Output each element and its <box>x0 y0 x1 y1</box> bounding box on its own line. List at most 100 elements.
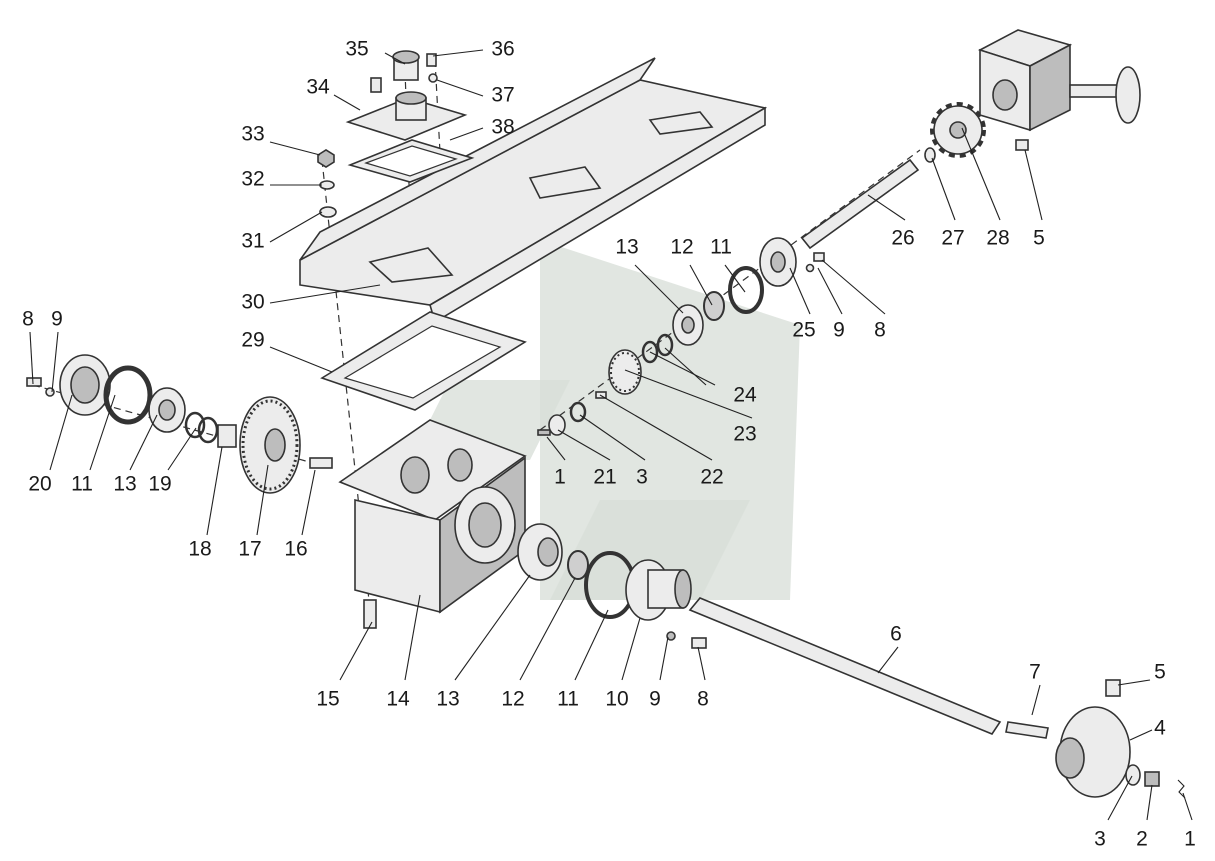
leader-line <box>574 609 609 681</box>
leader-line <box>659 636 669 681</box>
leader-line <box>649 351 716 386</box>
callout-number: 11 <box>710 236 732 259</box>
leader-line <box>689 264 713 306</box>
lower-seal <box>567 550 589 580</box>
gearbox-housing <box>338 419 527 614</box>
callout-number: 24 <box>733 384 757 407</box>
callout-number: 18 <box>188 538 211 561</box>
callout-number: 12 <box>501 688 524 711</box>
leader-line <box>129 414 158 471</box>
leader-line <box>557 429 611 461</box>
assembled-gearbox-inset <box>977 29 1141 132</box>
leader-line <box>384 52 406 65</box>
callout-number: 22 <box>700 466 723 489</box>
leader-line <box>269 346 333 373</box>
left-cover-flange <box>59 354 111 416</box>
leader-line <box>697 646 706 681</box>
lower-bearing <box>517 523 563 581</box>
callout-number: 38 <box>491 116 514 139</box>
leader-line <box>269 141 321 156</box>
leader-line <box>817 267 843 315</box>
leader-lines <box>29 49 1193 821</box>
small-washer <box>569 401 587 423</box>
callout-number: 13 <box>113 473 136 496</box>
callout-number: 32 <box>241 168 264 191</box>
bushing <box>217 424 237 448</box>
callout-number: 19 <box>148 473 171 496</box>
callout-number: 27 <box>941 227 964 250</box>
callout-number: 13 <box>436 688 459 711</box>
lower-bolt-washer <box>666 631 707 649</box>
leader-line <box>404 594 421 681</box>
leader-line <box>436 79 484 97</box>
housing-bolt <box>363 599 377 629</box>
upper-shim <box>728 266 764 314</box>
callout-number: 3 <box>1094 828 1106 851</box>
cover-plate <box>345 91 468 141</box>
pinion-spacers <box>641 333 674 364</box>
leader-line <box>454 574 531 681</box>
leader-line <box>269 284 381 304</box>
callout-number: 31 <box>241 230 264 253</box>
leader-line <box>821 259 886 315</box>
spacer-rings <box>184 411 219 444</box>
left-shim <box>103 365 153 425</box>
leader-line <box>333 94 361 111</box>
callout-number: 21 <box>593 466 616 489</box>
leader-line <box>206 446 223 536</box>
callout-number: 29 <box>241 329 264 352</box>
callout-number: 7 <box>1029 661 1041 684</box>
left-bolt-washer <box>26 377 55 397</box>
drive-shaft <box>800 158 920 250</box>
leader-line <box>621 617 641 681</box>
leader-line <box>51 331 59 393</box>
callout-number: 25 <box>792 319 815 342</box>
callout-number: 4 <box>1154 717 1166 740</box>
slotted-nut <box>548 414 566 436</box>
housing-gasket <box>320 311 527 411</box>
callout-number: 5 <box>1154 661 1166 684</box>
small-fasteners-top <box>317 53 438 218</box>
leader-line <box>449 127 484 141</box>
leader-line <box>1107 775 1133 821</box>
callout-number: 6 <box>890 623 902 646</box>
leader-line <box>877 646 899 674</box>
callout-number: 12 <box>670 236 693 259</box>
main-shaft <box>688 597 1002 735</box>
watermark-logo <box>410 240 800 600</box>
callout-number: 14 <box>386 688 410 711</box>
left-bearing <box>148 387 186 433</box>
leader-line <box>301 469 316 536</box>
leader-line <box>167 427 197 471</box>
leader-line <box>49 394 73 471</box>
callout-number: 9 <box>51 308 63 331</box>
callout-number: 2 <box>1136 828 1148 851</box>
flange-hub <box>1055 706 1131 798</box>
leader-line <box>1031 684 1041 716</box>
callout-number: 23 <box>733 423 756 446</box>
leader-line <box>1182 792 1193 821</box>
upper-bolt-washer <box>805 252 825 273</box>
lower-bearing-cap <box>625 559 692 621</box>
leader-line <box>664 347 707 386</box>
upper-bearing-cap <box>759 237 797 287</box>
callout-number: 10 <box>605 688 628 711</box>
callout-number: 8 <box>874 319 886 342</box>
leader-line <box>339 621 373 681</box>
callout-number: 9 <box>649 688 661 711</box>
breather-plug <box>392 50 420 81</box>
callout-number: 20 <box>28 473 51 496</box>
leader-line <box>269 211 323 243</box>
leader-line <box>579 414 646 461</box>
callout-number: 33 <box>241 123 264 146</box>
upper-bearing <box>672 304 704 346</box>
cotter-pin-small <box>537 429 551 436</box>
leader-line <box>519 577 576 681</box>
leader-line <box>867 194 906 221</box>
leader-line <box>624 369 753 419</box>
leader-line <box>432 49 484 57</box>
top-gasket <box>347 139 475 183</box>
leader-line <box>1146 784 1153 821</box>
